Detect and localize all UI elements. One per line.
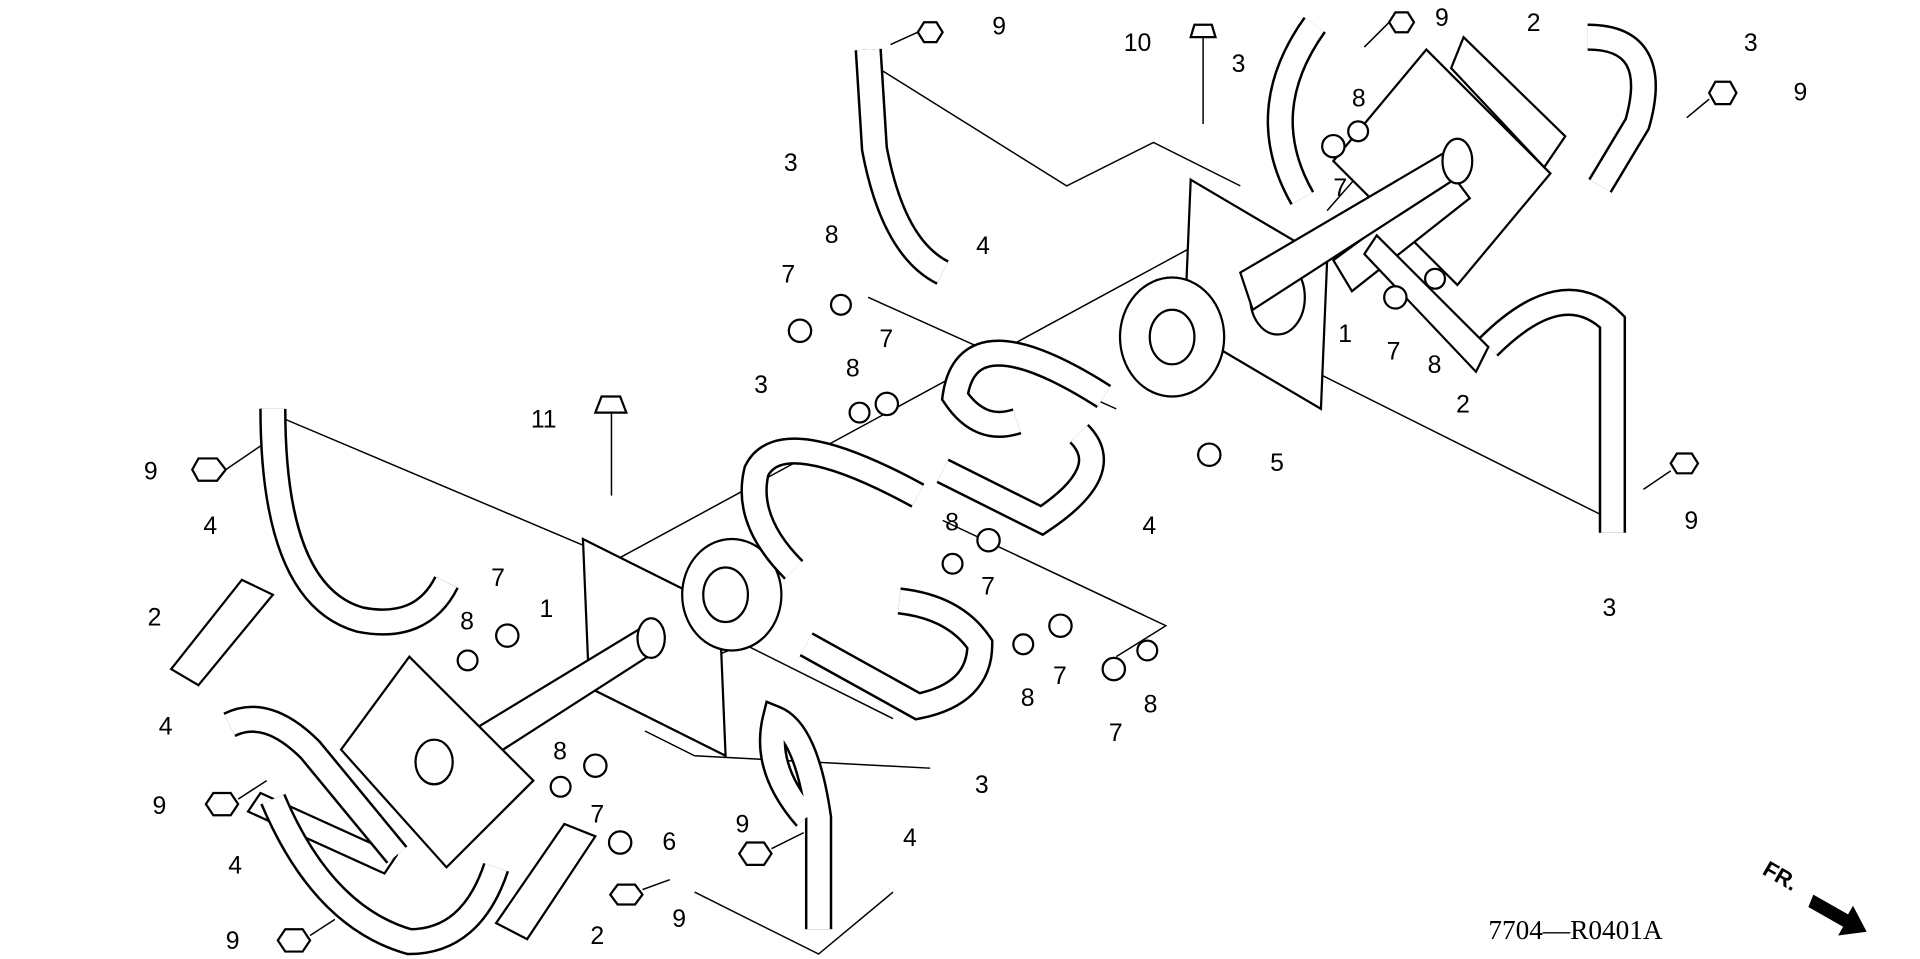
callout-label: 2 [148,605,162,632]
callout-label: 9 [153,793,167,820]
tine-plates [169,35,1567,941]
tine-blades [223,16,1658,956]
callout-label: 4 [1142,513,1156,540]
callout-label: 4 [159,714,173,741]
callout-label: 8 [1144,691,1158,718]
nut-icon [1383,267,1447,310]
callout-label: 4 [228,853,242,880]
callout-label: 8 [1428,352,1442,379]
bolt-icon [1363,11,1416,48]
fasteners [190,11,1738,953]
callout-label: 3 [1602,595,1616,622]
callout-label: 3 [754,372,768,399]
callout-label: 4 [903,825,917,852]
bolt-icon [737,831,805,866]
left-shaft-assembly [246,537,783,875]
callout-label: 8 [1021,685,1035,712]
callout-label: 6 [662,829,676,856]
callout-label: 9 [672,906,686,933]
callout-label: 2 [590,923,604,950]
nut-icon [941,527,1001,575]
bolt-icon [1642,452,1700,491]
callout-label: 7 [590,802,604,829]
bolt-icon [890,21,944,46]
bolt-icon [276,918,336,953]
bolt-icon [190,445,261,482]
callout-label: 11 [531,406,557,433]
callout-label: 4 [976,233,990,260]
callout-label: 3 [784,150,798,177]
nut-icon [607,830,633,855]
callout-label: 9 [736,812,750,839]
nut-icon [787,293,852,344]
callout-label: 7 [879,326,893,353]
callout-label: 4 [203,513,217,540]
callout-label: 8 [846,356,860,383]
nut-icon [1321,120,1370,159]
callout-label: 8 [825,222,839,249]
bolt-icon [593,395,628,496]
callout-label: 8 [553,739,567,766]
callout-label: 9 [1435,5,1449,32]
callout-label: 9 [226,928,240,955]
callout-label: 9 [1684,508,1698,535]
callout-label: 8 [460,608,474,635]
callout-labels: 9 10 9 3 2 3 9 8 7 3 8 7 4 1 7 8 2 8 7 3… [144,5,1807,955]
callout-label: 1 [1338,321,1352,348]
callout-label: 3 [975,772,989,799]
arrow-right-icon [1808,894,1867,936]
nut-icon [456,623,520,672]
callout-label: 7 [981,574,995,601]
callout-label: 9 [1793,79,1807,106]
callout-label: 7 [1109,720,1123,747]
callout-label: 7 [1387,338,1401,365]
callout-label: 1 [540,596,554,623]
callout-label: 2 [1527,10,1541,37]
right-shaft-assembly [1118,47,1552,411]
nut-icon [549,753,608,798]
nut-icon [848,391,900,424]
callout-label: 7 [491,565,505,592]
bolt-icon [204,779,268,817]
callout-label: 2 [1456,392,1470,419]
callout-label: 3 [1744,30,1758,57]
callout-label: 8 [1352,86,1366,113]
front-direction-indicator: FR. [1759,856,1867,936]
bolt-icon [1686,80,1738,119]
callout-label: 9 [144,459,158,486]
diagram-code: 7704—R0401A [1488,915,1663,945]
callout-label: 7 [1333,175,1347,202]
nut-icon [1101,639,1159,682]
nut-icon [1012,613,1073,656]
callout-label: 5 [1270,450,1284,477]
callout-label: 3 [1232,51,1246,78]
callout-label: 10 [1124,30,1152,57]
bolt-icon [608,879,671,906]
callout-label: 8 [945,509,959,536]
bolt-icon [1189,23,1218,124]
callout-label: 9 [992,14,1006,41]
callout-label: 7 [1053,663,1067,690]
callout-label: 7 [781,262,795,289]
front-label: FR. [1759,856,1803,896]
nut-icon [1197,442,1222,467]
